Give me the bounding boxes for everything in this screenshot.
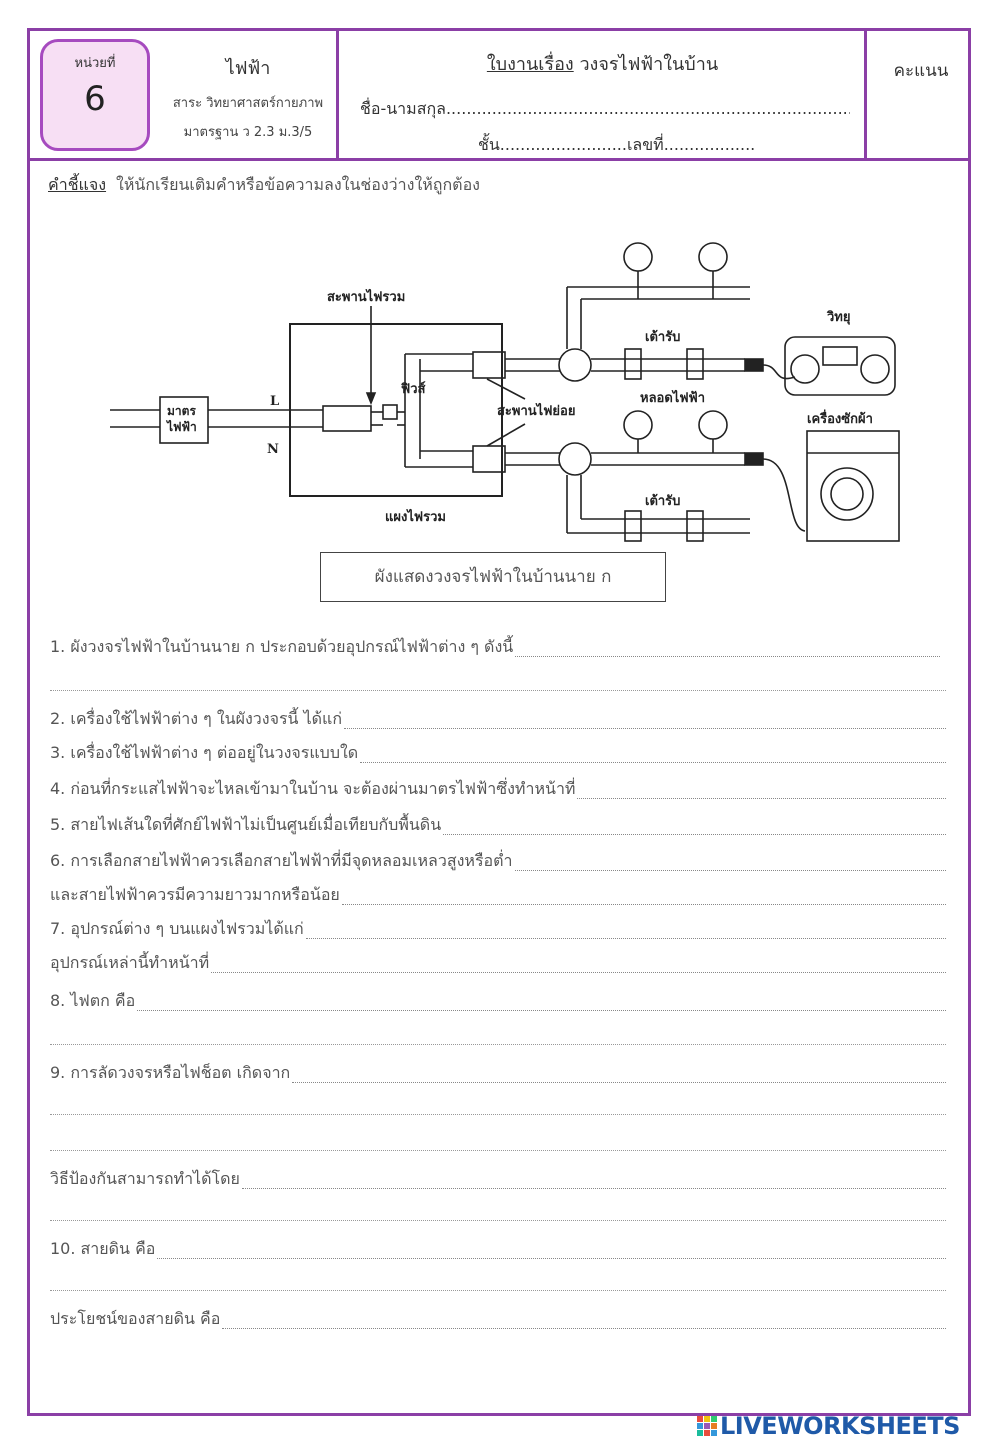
name-field[interactable]: ชื่อ-นามสกุล............................… (360, 99, 850, 118)
question-6[interactable]: 6. การเลือกสายไฟฟ้าควรเลือกสายไฟฟ้าที่มี… (50, 849, 946, 874)
question-1[interactable]: 1. ผังวงจรไฟฟ้าในบ้านนาย ก ประกอบด้วยอุป… (50, 635, 940, 660)
question-8[interactable]: 8. ไฟตก คือ (50, 989, 946, 1014)
worksheet-topic: วงจรไฟฟ้าในบ้าน (579, 54, 719, 75)
unit-badge: หน่วยที่ 6 (40, 39, 150, 151)
bulb-icon (698, 242, 728, 272)
radio-label: วิทยุ (826, 310, 850, 325)
sub-switch-box (472, 351, 506, 379)
outlet (686, 510, 704, 542)
instructions-label: คำชี้แจง (48, 175, 107, 194)
question-7b[interactable]: อุปกรณ์เหล่านี้ทำหน้าที่ (50, 951, 946, 976)
class-field[interactable]: ชั้น.........................เลขที่.....… (478, 135, 756, 154)
question-4[interactable]: 4. ก่อนที่กระแสไฟฟ้าจะไหลเข้ามาในบ้าน จะ… (50, 777, 946, 802)
subject-title: ไฟฟ้า (225, 58, 271, 79)
unit-label: หน่วยที่ (74, 56, 116, 71)
bulb-icon (623, 410, 653, 440)
answer-line[interactable] (50, 1289, 946, 1291)
logo-text: LIVEWORKSHEETS (720, 1412, 960, 1440)
answer-line[interactable] (50, 1219, 946, 1221)
question-5[interactable]: 5. สายไฟเส้นใดที่ศักย์ไฟฟ้าไม่เป็นศูนย์เ… (50, 813, 946, 838)
header: หน่วยที่ 6 ไฟฟ้า สาระ วิทยาศาสตร์กายภาพ … (30, 31, 968, 161)
fuse-label: ฟิวส์ (401, 381, 426, 397)
panel-label: แผงไฟรวม (385, 508, 446, 525)
question-3[interactable]: 3. เครื่องใช้ไฟฟ้าต่าง ๆ ต่ออยู่ในวงจรแบ… (50, 741, 946, 766)
subject-area: สาระ วิทยาศาสตร์กายภาพ (172, 96, 324, 111)
outlet-label-bottom: เต้ารับ (645, 493, 680, 509)
question-7[interactable]: 7. อุปกรณ์ต่าง ๆ บนแผงไฟรวมได้แก่ (50, 917, 946, 942)
answer-line[interactable] (50, 1043, 946, 1045)
answer-line[interactable] (50, 689, 946, 691)
main-switch-label: สะพานไฟรวม (327, 288, 405, 305)
unit-number: 6 (84, 79, 106, 119)
fuse-box (382, 404, 398, 420)
instructions-text: ให้นักเรียนเติมคำหรือข้อความลงในช่องว่าง… (116, 175, 480, 194)
washing-machine-icon (806, 430, 900, 542)
outlet-label-top: เต้ารับ (645, 329, 680, 345)
main-switch-box (322, 405, 372, 432)
junction-box (558, 442, 592, 476)
question-9[interactable]: 9. การลัดวงจรหรือไฟช็อต เกิดจาก (50, 1061, 946, 1086)
header-divider (864, 31, 867, 158)
outlet (686, 348, 704, 380)
worksheet-frame: หน่วยที่ 6 ไฟฟ้า สาระ วิทยาศาสตร์กายภาพ … (27, 28, 971, 1416)
worksheet-title: ใบงานเรื่อง วงจรไฟฟ้าในบ้าน (340, 49, 865, 78)
line-n-label: N (267, 442, 279, 457)
line-l-label: L (270, 394, 279, 409)
diagram-caption: ผังแสดงวงจรไฟฟ้าในบ้านนาย ก (320, 552, 666, 602)
panel-box (289, 323, 503, 497)
question-9-prevention[interactable]: วิธีป้องกันสามารถทำได้โดย (50, 1167, 946, 1192)
answer-line[interactable] (50, 1149, 946, 1151)
bulb-icon (698, 410, 728, 440)
junction-box (558, 348, 592, 382)
subject-block: ไฟฟ้า สาระ วิทยาศาสตร์กายภาพ มาตรฐาน ว 2… (158, 31, 338, 142)
score-label: คะแนน (893, 61, 949, 81)
question-2[interactable]: 2. เครื่องใช้ไฟฟ้าต่าง ๆ ในผังวงจรนี้ ได… (50, 707, 946, 732)
meter-label-line2: ไฟฟ้า (165, 419, 197, 434)
liveworksheets-logo: LIVEWORKSHEETS (696, 1411, 996, 1441)
meter-label-line1: มาตร (167, 404, 196, 418)
logo-icon (697, 1416, 717, 1436)
worksheet-label: ใบงานเรื่อง (486, 54, 574, 75)
bulb-label: หลอดไฟฟ้า (640, 389, 705, 406)
sub-switch-box (472, 445, 506, 473)
bulb-icon (623, 242, 653, 272)
answer-line[interactable] (50, 1113, 946, 1115)
radio-icon (784, 336, 896, 396)
question-10-benefit[interactable]: ประโยชน์ของสายดิน คือ (50, 1307, 946, 1332)
standard-code: มาตรฐาน ว 2.3 ม.3/5 (183, 125, 313, 140)
instructions: คำชี้แจง ให้นักเรียนเติมคำหรือข้อความลงใน… (48, 173, 480, 198)
outlet (624, 510, 642, 542)
circuit-diagram: สะพานไฟรวม มาตร ไฟฟ้า L N ฟิวส์ สะพานไฟย… (110, 242, 900, 542)
plug (744, 452, 764, 466)
washer-label: เครื่องซักผ้า (807, 409, 873, 427)
header-divider (336, 31, 339, 158)
plug (744, 358, 764, 372)
meter-box (159, 396, 209, 444)
sub-switch-label: สะพานไฟย่อย (497, 402, 575, 419)
question-6b[interactable]: และสายไฟฟ้าควรมีความยาวมากหรือน้อย (50, 883, 946, 908)
outlet (624, 348, 642, 380)
question-10[interactable]: 10. สายดิน คือ (50, 1237, 946, 1262)
